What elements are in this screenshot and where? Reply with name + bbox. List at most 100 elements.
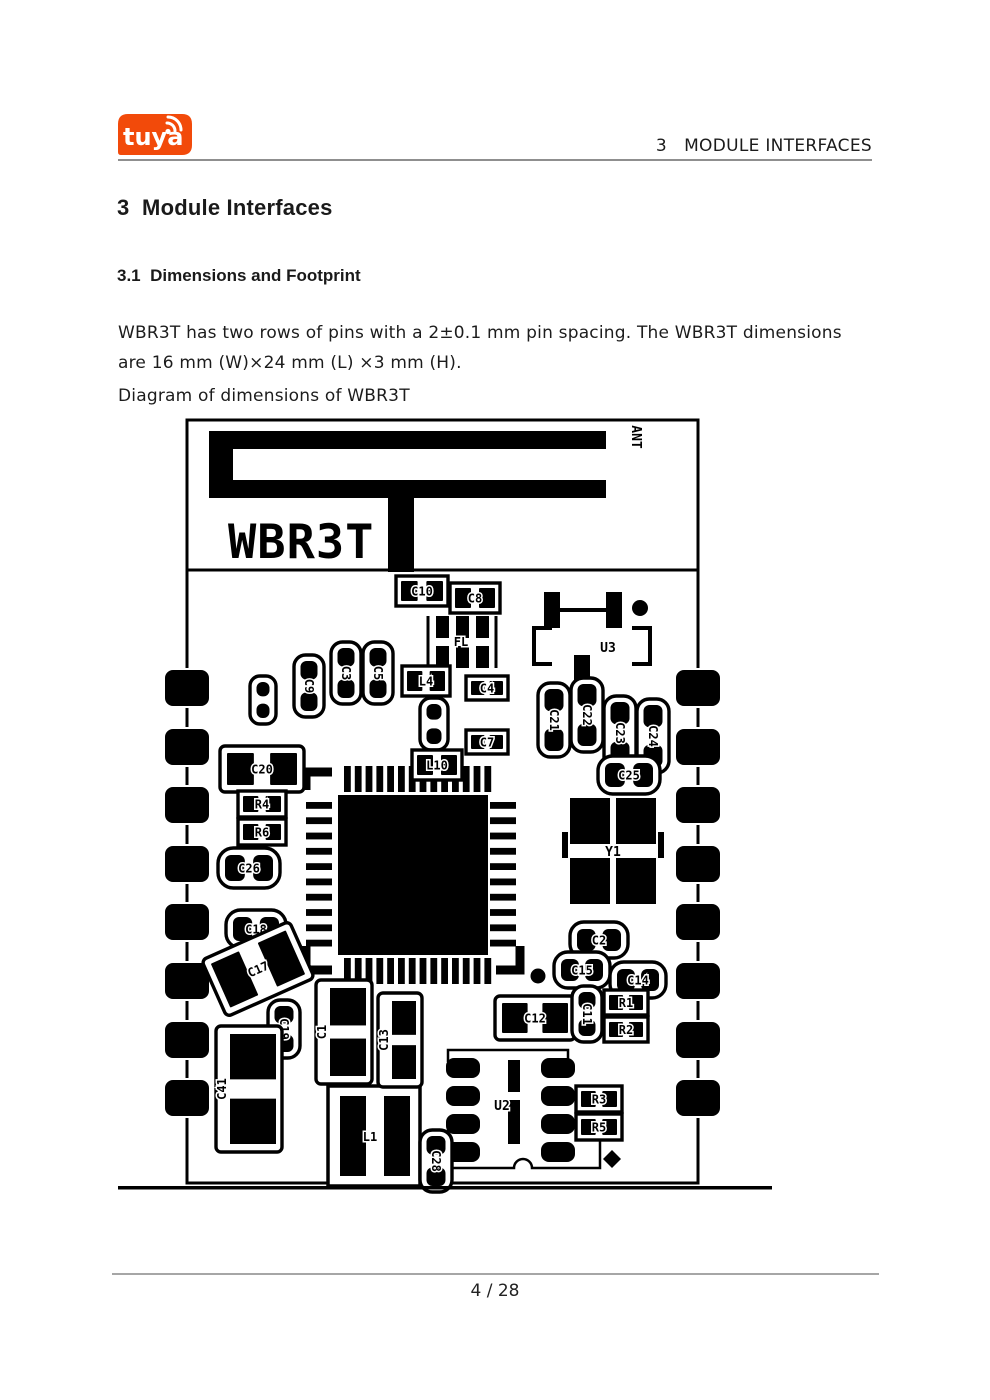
tuya-logo: tuya <box>118 114 192 155</box>
component-R1: R1 <box>602 988 650 1017</box>
component-C28: C28 <box>418 1128 454 1194</box>
filter-fl: FL <box>426 616 498 668</box>
component-C5: C5 <box>361 640 395 706</box>
castellated-pad <box>674 1078 722 1118</box>
component-label-C4: C4 <box>480 682 494 696</box>
y1-label: Y1 <box>605 845 621 860</box>
qfn-pins <box>306 766 516 984</box>
u2-label: U2 <box>494 1099 510 1114</box>
header-rule <box>118 159 872 161</box>
component-label-C23: C23 <box>613 722 627 744</box>
component-R6: R6 <box>236 817 288 847</box>
castellated-pad <box>163 1078 211 1118</box>
pin1-marker <box>222 451 232 465</box>
component-C22: C22 <box>569 676 605 754</box>
castellated-pad <box>163 1020 211 1060</box>
component-R3: R3 <box>574 1084 624 1114</box>
component-C2: C2 <box>568 920 630 960</box>
component-label-R1: R1 <box>619 996 633 1010</box>
component-label-R4: R4 <box>255 798 269 812</box>
component-label-C22: C22 <box>580 704 594 726</box>
page-number: 4 / 28 <box>470 1281 520 1301</box>
castellated-pad <box>674 785 722 825</box>
logo-signal-arc-2 <box>166 115 183 132</box>
component-label-C15: C15 <box>571 964 593 978</box>
component-C12: C12 <box>493 994 577 1042</box>
component-label-C12: C12 <box>524 1012 546 1026</box>
footer-rule <box>112 1273 879 1275</box>
component-label-C41: C41 <box>215 1078 229 1100</box>
inductor-l1: L1 <box>326 1084 422 1188</box>
component-C11: C11 <box>570 984 604 1044</box>
castellated-pad <box>163 668 211 708</box>
qfn-corner-mark <box>301 767 332 790</box>
component-C8: C8 <box>448 581 502 615</box>
paragraph-line: are 16 mm (W)×24 mm (L) ×3 mm (H). <box>118 353 462 373</box>
u3-label: U3 <box>600 641 616 656</box>
component-L4: L4 <box>400 664 452 698</box>
component-C25: C25 <box>596 754 662 796</box>
component-C10: C10 <box>394 574 450 608</box>
component-R5: R5 <box>574 1112 624 1142</box>
fl-label: FL <box>454 635 468 649</box>
ant-label: ANT <box>628 425 643 449</box>
component-C7: C7 <box>464 728 510 756</box>
castellated-pad <box>674 668 722 708</box>
subsection-title: 3.1 Dimensions and Footprint <box>117 266 361 285</box>
crystal-y1: Y1 <box>562 798 664 904</box>
component-C1: C1 <box>314 978 374 1086</box>
ic-u2: U2 <box>446 1048 621 1170</box>
component-label-R5: R5 <box>592 1121 606 1135</box>
running-header: 3 MODULE INTERFACES <box>655 136 872 156</box>
component-C21: C21 <box>536 681 572 759</box>
component-label-C9: C9 <box>302 679 316 693</box>
figure-caption: Diagram of dimensions of WBR3T <box>118 386 410 406</box>
u2-diamond-mark <box>603 1150 621 1168</box>
silkscreen-label: WBR3T <box>228 515 374 570</box>
logo-signal-arc-1 <box>165 121 177 133</box>
component-label-C14: C14 <box>627 974 649 988</box>
tuya-logo-icon: tuya <box>118 114 192 155</box>
component-label-C25: C25 <box>618 769 640 783</box>
component-L10: L10 <box>410 748 464 782</box>
component-label-C7: C7 <box>480 736 494 750</box>
castellated-pad <box>163 844 211 884</box>
castellated-pad <box>163 902 211 942</box>
section-title: 3 Module Interfaces <box>117 195 333 220</box>
component-C4: C4 <box>464 674 510 702</box>
component-label-C8: C8 <box>468 592 482 606</box>
component-label-C11: C11 <box>580 1003 594 1025</box>
castellated-pad <box>163 727 211 767</box>
component-label-C3: C3 <box>339 666 353 680</box>
component-C17: C17 <box>201 921 315 1017</box>
component-label-R2: R2 <box>619 1023 633 1037</box>
u3-dot <box>632 600 648 616</box>
logo-signal-dot <box>165 128 171 135</box>
component-C26: C26 <box>216 846 282 890</box>
component-C3: C3 <box>329 640 363 706</box>
component-R2: R2 <box>602 1015 650 1044</box>
component-pad <box>248 674 278 726</box>
component-pad <box>418 696 450 752</box>
castellated-pad <box>674 844 722 884</box>
castellated-pad <box>163 785 211 825</box>
antenna-trace <box>209 431 606 572</box>
castellated-pad <box>674 1020 722 1060</box>
component-label-C28: C28 <box>429 1150 443 1172</box>
main-ic-qfn <box>301 766 546 984</box>
component-label-C26: C26 <box>238 862 260 876</box>
component-label-R6: R6 <box>255 826 269 840</box>
component-label-L10: L10 <box>426 759 448 773</box>
component-label-C5: C5 <box>371 666 385 680</box>
component-label-C1: C1 <box>315 1025 329 1039</box>
component-C9: C9 <box>292 653 326 719</box>
castellated-pad <box>674 902 722 942</box>
paragraph-line: WBR3T has two rows of pins with a 2±0.1 … <box>118 323 842 343</box>
component-label-L4: L4 <box>419 675 433 689</box>
body-paragraph: WBR3T has two rows of pins with a 2±0.1 … <box>118 318 842 378</box>
qfn-pin1-dot <box>530 968 546 984</box>
component-C13: C13 <box>376 991 424 1089</box>
